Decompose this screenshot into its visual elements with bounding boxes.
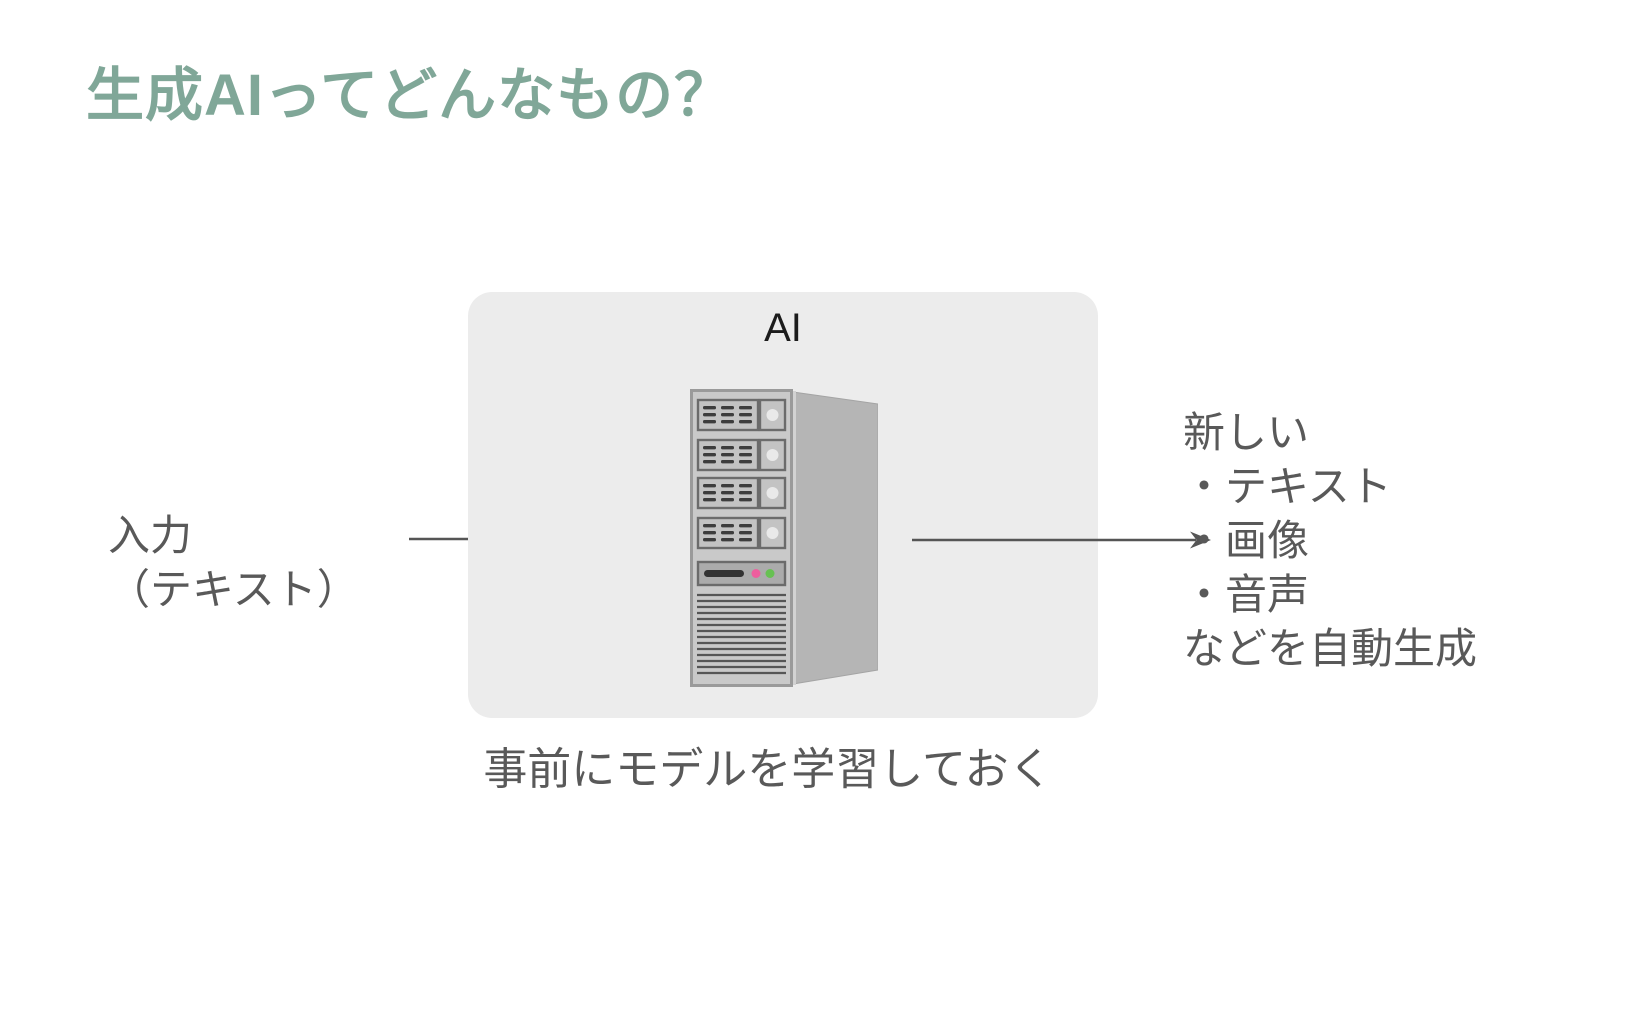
pink-led-icon [751,569,761,578]
training-caption: 事前にモデルを学習しておく [483,745,1053,794]
server-tower-icon [690,389,878,687]
output-line-text: ・テキスト [1183,463,1392,510]
server-display-slot [704,570,744,577]
slide-title: 生成AIってどんなもの？ [86,63,734,128]
input-label: 入力 （テキスト） [108,509,359,617]
output-label: 新しい ・テキスト ・画像 ・音声 などを自動生成 [1183,406,1477,676]
ai-label: AI [764,306,802,350]
output-line-audio: ・音声 [1183,571,1310,618]
output-line-autogen: などを自動生成 [1183,625,1478,672]
input-label-line1: 入力 [108,512,193,559]
ai-model-box: AI [468,292,1098,718]
output-arrow-icon [912,531,1211,549]
output-line-new: 新しい [1183,409,1310,456]
input-label-line2: （テキスト） [108,566,359,613]
green-led-icon [765,569,775,578]
output-line-image: ・画像 [1183,517,1310,564]
